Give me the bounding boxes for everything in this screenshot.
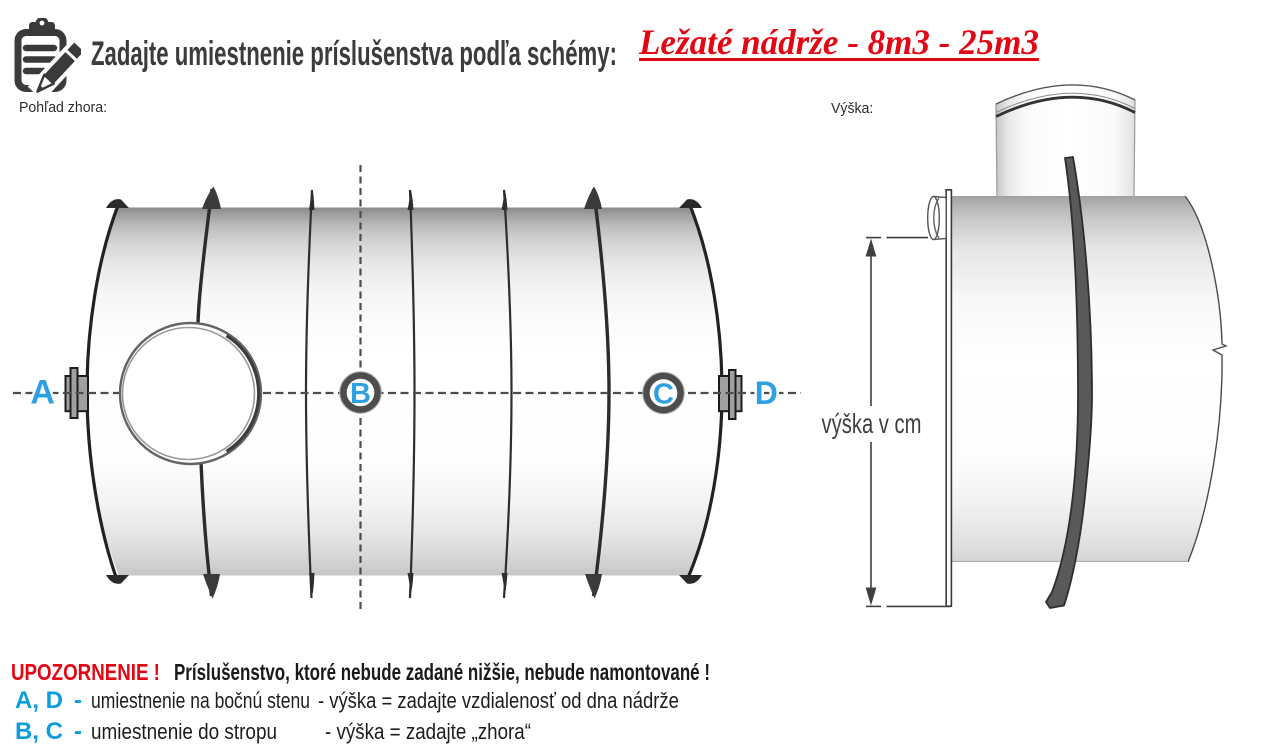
tank-body-top-view: [87, 207, 722, 576]
side-rib: [1045, 156, 1093, 609]
legend-rule-bc: - výška = zadajte „zhora“: [325, 718, 531, 744]
warning-title: UPOZORNENIE !: [11, 659, 160, 685]
manhole: [118, 321, 263, 466]
tank-side-right-edge: [1184, 195, 1228, 563]
legend-rule-ad: - výška = zadajte vzdialenosť od dna nád…: [318, 688, 679, 713]
legend-location-ad: umiestnenie na bočnú stenu: [91, 688, 310, 713]
legend-sep-ad: -: [74, 687, 82, 714]
tank-ribs-thin-tips: [309, 189, 508, 595]
marker-d: D: [755, 375, 778, 411]
side-view-label: Výška:: [831, 100, 874, 117]
legend-keys-bc: B, C: [15, 717, 63, 745]
product-title-link[interactable]: Ležaté nádrže - 8m3 - 25m3: [639, 22, 1039, 62]
clipboard-pencil-icon: [14, 18, 81, 95]
legend-keys-ad: A, D: [15, 687, 63, 714]
marker-b: B: [350, 378, 371, 410]
side-inlet-stub: [927, 195, 947, 241]
flange-d: [718, 369, 743, 420]
height-dimension-arrows: [865, 238, 877, 606]
tank-side-view: výška v cm: [818, 84, 1228, 609]
height-dimension-text: výška v cm: [822, 409, 922, 440]
tank-neck: [995, 84, 1136, 201]
page-title: Zadajte umiestnenie príslušenstva podľa …: [91, 35, 617, 73]
legend-line-ad: A, D-umiestnenie na bočnú stenu - výška =…: [15, 689, 759, 720]
marker-a: A: [30, 374, 55, 412]
legend-sep-bc: -: [74, 717, 82, 745]
top-view-label: Pohľad zhora:: [19, 99, 107, 116]
tank-top-view: A B C D: [13, 165, 801, 613]
tank-end-cap-tips: [106, 199, 702, 584]
tank-ribs-big-tips: [202, 186, 602, 599]
warning-text: Príslušenstvo, ktoré nebude zadané nižši…: [174, 659, 710, 685]
marker-b-ring: [339, 371, 382, 414]
side-end-plate: [945, 189, 953, 608]
marker-c: C: [653, 379, 674, 411]
legend-location-bc: umiestnenie do stropu: [91, 718, 277, 744]
height-dimension: [866, 236, 951, 608]
height-dimension-label: výška v cm: [818, 406, 924, 442]
legend-line-bc: B, C-umiestnenie do stropu - výška = zada…: [15, 717, 759, 751]
marker-c-ring: [642, 371, 685, 415]
legend: A, D-umiestnenie na bočnú stenu - výška =…: [15, 689, 759, 750]
